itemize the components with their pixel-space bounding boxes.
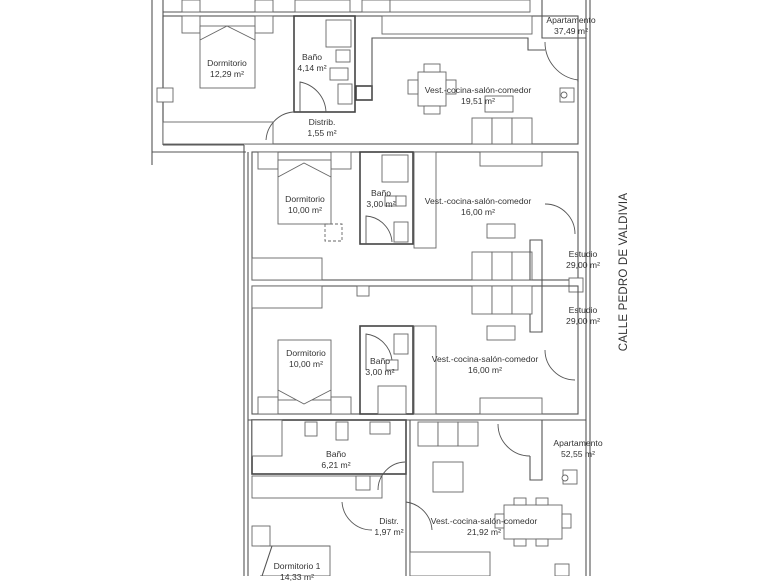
room-name: Dormitorio <box>207 58 247 68</box>
room-name: Vest.-cocina-salón-comedor <box>431 354 539 364</box>
unit-b <box>251 151 584 333</box>
room-name: Estudio <box>568 305 598 315</box>
room-area: 1,55 m² <box>307 128 337 138</box>
room-name: Baño <box>301 52 323 62</box>
room-name: Dormitorio 1 <box>273 561 321 571</box>
room-area: 10,00 m² <box>289 359 323 369</box>
room-area: 16,00 m² <box>461 207 495 217</box>
room-name: Baño <box>370 188 392 198</box>
room-name: Apartamento <box>546 15 596 25</box>
room-label-bano-d: Baño 6,21 m² <box>321 449 350 471</box>
room-area: 37,49 m² <box>554 26 588 36</box>
room-name: Vest.-cocina-salón-comedor <box>430 516 538 526</box>
room-area: 16,00 m² <box>468 365 502 375</box>
room-label-estudio-c: Estudio 29,00 m² <box>566 305 600 327</box>
room-area: 14,33 m² <box>280 572 314 582</box>
room-name: Distrib. <box>308 117 336 127</box>
room-area: 21,92 m² <box>467 527 501 537</box>
street-label: CALLE PEDRO DE VALDIVIA <box>618 192 630 352</box>
room-label-cocina-a: Vest.-cocina-salón-comedor 19,51 m² <box>425 85 532 107</box>
room-name: Vest.-cocina-salón-comedor <box>424 196 532 206</box>
room-label-bano-b: Baño 3,00 m² <box>366 188 395 210</box>
room-label-dormitorio-b: Dormitorio 10,00 m² <box>285 194 325 216</box>
top-cut-unit <box>163 0 578 17</box>
room-label-distrib-a: Distrib. 1,55 m² <box>307 117 336 139</box>
room-area: 3,00 m² <box>366 199 396 209</box>
room-label-dormitorio-a: Dormitorio 12,29 m² <box>207 58 247 80</box>
room-label-estudio-b: Estudio 29,00 m² <box>566 249 600 271</box>
room-name: Vest.-cocina-salón-comedor <box>424 85 532 95</box>
room-area: 4,14 m² <box>297 63 327 73</box>
room-area: 29,00 m² <box>566 316 600 326</box>
room-label-cocina-d: Vest.-cocina-salón-comedor 21,92 m² <box>431 516 538 538</box>
room-label-apartamento-d: Apartamento 52,55 m² <box>553 438 602 460</box>
room-name: Dormitorio <box>286 348 326 358</box>
room-label-distr-d: Distr. 1,97 m² <box>374 516 403 538</box>
room-name: Apartamento <box>553 438 603 448</box>
room-label-dormitorio-d: Dormitorio 1 14,33 m² <box>274 561 321 583</box>
room-area: 12,29 m² <box>210 69 244 79</box>
unit-a <box>156 0 586 145</box>
room-name: Dormitorio <box>285 194 325 204</box>
room-label-cocina-b: Vest.-cocina-salón-comedor 16,00 m² <box>425 196 532 218</box>
room-name: Baño <box>369 356 391 366</box>
room-name: Distr. <box>379 516 399 526</box>
room-label-dormitorio-c: Dormitorio 10,00 m² <box>286 348 326 370</box>
room-area: 6,21 m² <box>321 460 351 470</box>
room-area: 10,00 m² <box>288 205 322 215</box>
room-area: 52,55 m² <box>561 449 595 459</box>
room-area: 1,97 m² <box>374 527 404 537</box>
room-label-apartamento-a: Apartamento 37,49 m² <box>546 15 595 37</box>
unit-d <box>248 419 586 576</box>
room-area: 29,00 m² <box>566 260 600 270</box>
room-label-bano-a: Baño 4,14 m² <box>297 52 326 74</box>
room-name: Baño <box>325 449 347 459</box>
room-area: 19,51 m² <box>461 96 495 106</box>
unit-c <box>251 285 579 415</box>
room-label-cocina-c: Vest.-cocina-salón-comedor 16,00 m² <box>432 354 539 376</box>
room-area: 3,00 m² <box>365 367 395 377</box>
room-label-bano-c: Baño 3,00 m² <box>365 356 394 378</box>
room-name: Estudio <box>568 249 598 259</box>
